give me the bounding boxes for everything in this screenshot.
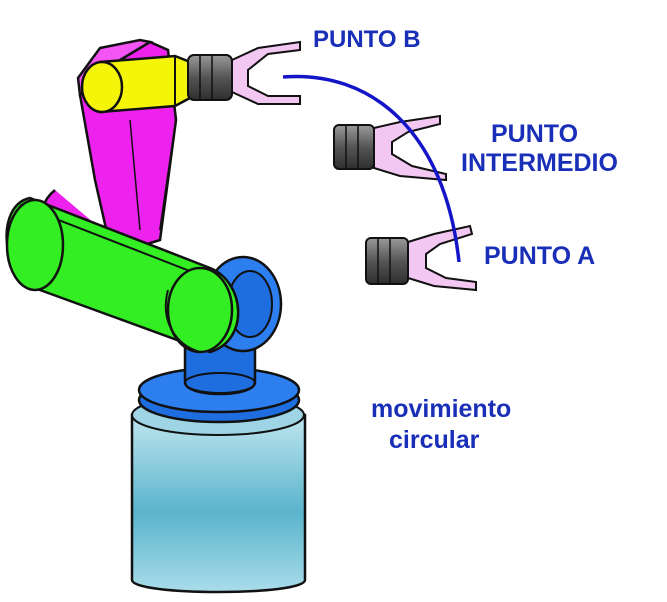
gripper-punto-intermedio — [333, 114, 447, 182]
green-arm — [5, 196, 240, 354]
pedestal — [130, 394, 307, 594]
label-circular: circular — [389, 426, 480, 454]
label-punto-intermedio-line1: PUNTO — [491, 120, 579, 148]
label-punto-a: PUNTO A — [484, 242, 596, 270]
yellow-wrist — [80, 54, 192, 114]
circular-arc — [282, 74, 461, 263]
label-movimiento: movimiento — [371, 395, 512, 423]
label-punto-b: PUNTO B — [313, 26, 421, 53]
label-punto-intermedio-line2: INTERMEDIO — [461, 149, 618, 177]
gripper-punto-b — [187, 40, 301, 105]
gripper-punto-a — [365, 224, 477, 292]
